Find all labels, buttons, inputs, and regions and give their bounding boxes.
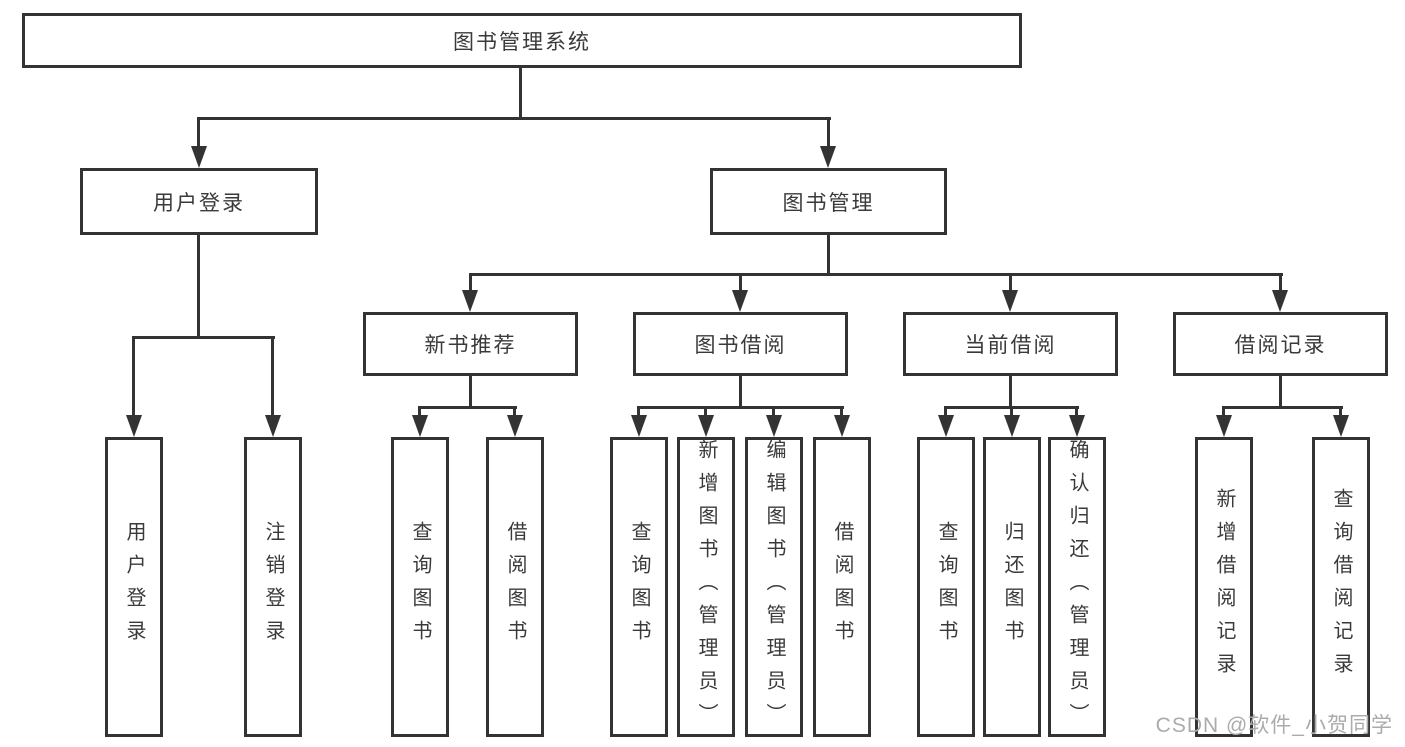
arrow-down-icon <box>834 415 850 437</box>
connector-line <box>513 406 516 415</box>
arrow-down-icon <box>1333 415 1349 437</box>
leaf-logout: 注销登录 <box>244 437 302 737</box>
node-label: 查询图书 <box>628 521 650 653</box>
node-label: 借阅图书 <box>504 521 526 653</box>
connector-line <box>197 235 200 336</box>
connector-line <box>827 235 830 273</box>
connector-line <box>1009 376 1012 406</box>
arrow-down-icon <box>265 415 281 437</box>
leaf-borrow-books-recommend: 借阅图书 <box>486 437 544 737</box>
connector-line <box>637 406 640 415</box>
connector-line <box>1339 406 1342 415</box>
connector-line <box>1010 406 1013 415</box>
node-new-book-recommendation: 新书推荐 <box>363 312 578 376</box>
arrow-down-icon <box>191 146 207 168</box>
connector-line <box>944 406 947 415</box>
node-label: 当前借阅 <box>964 334 1057 357</box>
connector-line <box>739 273 742 290</box>
node-label: 编辑图书（管理员） <box>763 438 785 736</box>
node-book-management: 图书管理 <box>710 168 947 235</box>
node-current-borrowing: 当前借阅 <box>903 312 1118 376</box>
leaf-add-books-admin: 新增图书（管理员） <box>677 437 735 737</box>
leaf-borrow-books-borrowing: 借阅图书 <box>813 437 871 737</box>
connector-line <box>418 406 421 415</box>
node-label: 图书管理系统 <box>453 30 591 54</box>
connector-line <box>1279 273 1282 290</box>
node-label: 新增借阅记录 <box>1213 488 1235 686</box>
arrow-down-icon <box>938 415 954 437</box>
connector-line <box>197 117 200 148</box>
connector-line <box>132 336 135 415</box>
arrow-down-icon <box>462 290 478 312</box>
node-label: 用户登录 <box>123 521 145 653</box>
node-label: 借阅记录 <box>1234 334 1327 357</box>
arrow-down-icon <box>766 415 782 437</box>
node-label: 新增图书（管理员） <box>695 438 717 736</box>
leaf-query-borrow-record: 查询借阅记录 <box>1312 437 1370 737</box>
connector-line <box>637 406 844 409</box>
arrow-down-icon <box>1004 415 1020 437</box>
node-label: 借阅图书 <box>831 521 853 653</box>
connector-line <box>469 273 1283 276</box>
leaf-return-books: 归还图书 <box>983 437 1041 737</box>
node-label: 图书借阅 <box>694 334 787 357</box>
node-label: 注销登录 <box>262 521 284 653</box>
node-label: 查询图书 <box>935 521 957 653</box>
arrow-down-icon <box>412 415 428 437</box>
connector-line <box>132 336 275 339</box>
connector-line <box>772 406 775 415</box>
arrow-down-icon <box>732 290 748 312</box>
connector-line <box>1279 376 1282 406</box>
arrow-down-icon <box>1002 290 1018 312</box>
node-label: 归还图书 <box>1001 521 1023 653</box>
connector-line <box>1009 273 1012 290</box>
connector-line <box>469 273 472 290</box>
leaf-user-login: 用户登录 <box>105 437 163 737</box>
arrow-down-icon <box>631 415 647 437</box>
connector-line <box>519 68 522 117</box>
node-borrowing-records: 借阅记录 <box>1173 312 1388 376</box>
connector-line <box>469 376 472 406</box>
leaf-add-borrow-record: 新增借阅记录 <box>1195 437 1253 737</box>
arrow-down-icon <box>1272 290 1288 312</box>
connector-line <box>271 336 274 415</box>
node-library-management-system: 图书管理系统 <box>22 13 1022 68</box>
connector-line <box>1075 406 1078 415</box>
connector-line <box>704 406 707 415</box>
arrow-down-icon <box>507 415 523 437</box>
connector-line <box>840 406 843 415</box>
leaf-query-books-current: 查询图书 <box>917 437 975 737</box>
arrow-down-icon <box>1216 415 1232 437</box>
node-label: 新书推荐 <box>424 334 517 357</box>
leaf-edit-books-admin: 编辑图书（管理员） <box>745 437 803 737</box>
node-label: 查询图书 <box>409 521 431 653</box>
node-label: 查询借阅记录 <box>1330 488 1352 686</box>
node-label: 确认归还（管理员） <box>1066 438 1088 736</box>
leaf-confirm-return-admin: 确认归还（管理员） <box>1048 437 1106 737</box>
connector-line <box>739 376 742 406</box>
connector-line <box>827 117 830 148</box>
connector-line <box>418 406 517 409</box>
connector-line <box>1222 406 1343 409</box>
arrow-down-icon <box>820 146 836 168</box>
node-label: 用户登录 <box>153 191 245 215</box>
leaf-query-books-recommend: 查询图书 <box>391 437 449 737</box>
node-label: 图书管理 <box>782 191 875 215</box>
node-book-borrowing: 图书借阅 <box>633 312 848 376</box>
arrow-down-icon <box>698 415 714 437</box>
node-user-login: 用户登录 <box>80 168 318 235</box>
arrow-down-icon <box>1069 415 1085 437</box>
connector-line <box>197 117 831 120</box>
connector-line <box>1222 406 1225 415</box>
leaf-query-books-borrowing: 查询图书 <box>610 437 668 737</box>
arrow-down-icon <box>126 415 142 437</box>
